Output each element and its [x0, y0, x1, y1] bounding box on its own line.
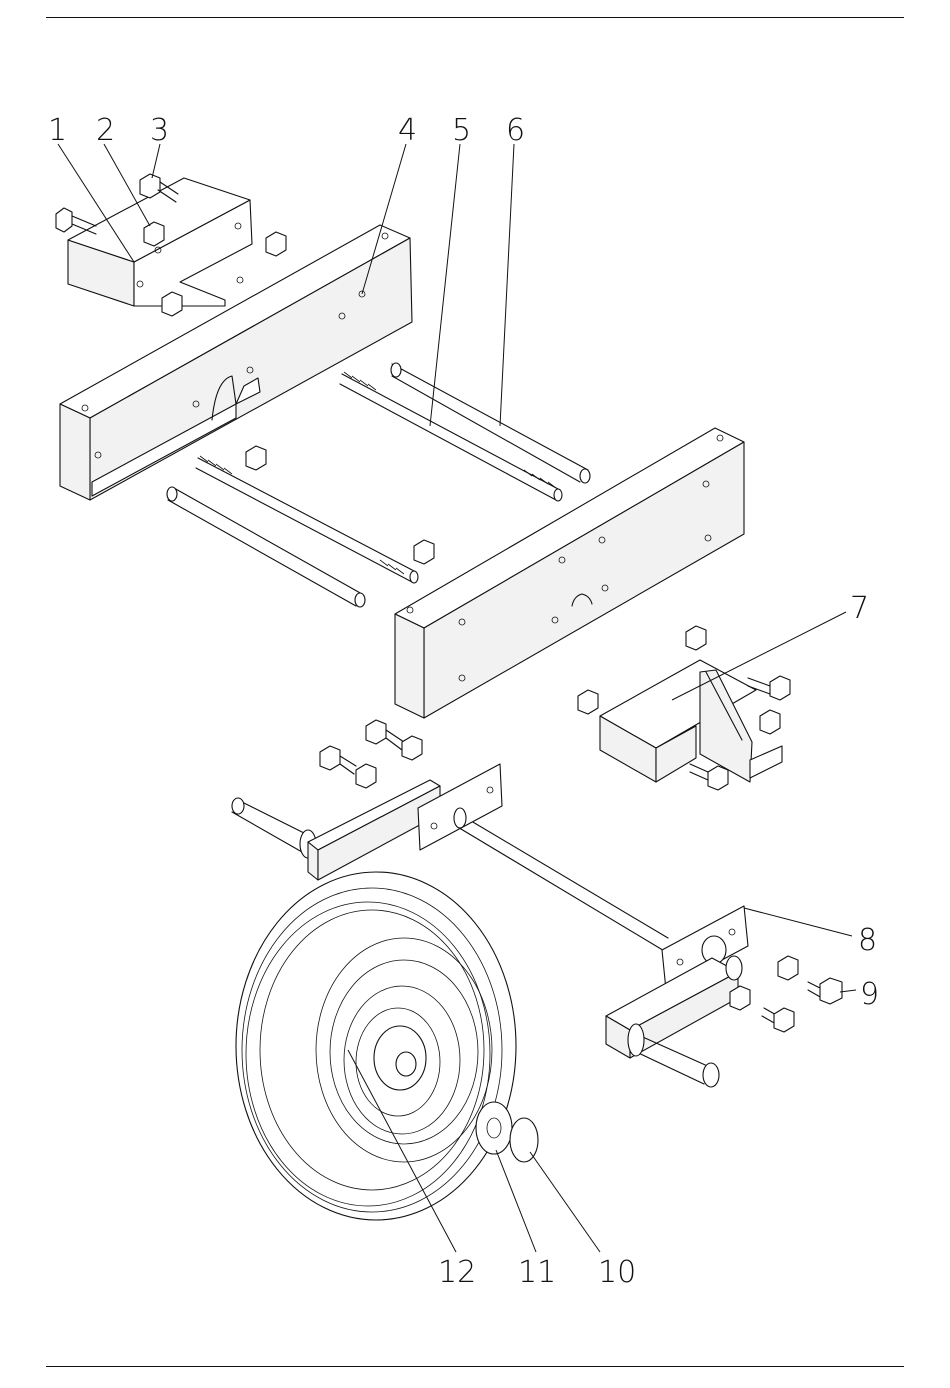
- callout-5: 5: [452, 113, 471, 148]
- wheel: [236, 872, 516, 1220]
- callout-8: 8: [858, 923, 877, 958]
- callout-2: 2: [96, 113, 115, 148]
- callout-7: 7: [850, 591, 869, 626]
- callout-10: 10: [598, 1255, 636, 1290]
- callout-9: 9: [860, 977, 879, 1012]
- callout-11: 11: [518, 1255, 556, 1290]
- callout-3: 3: [150, 113, 169, 148]
- callout-4: 4: [398, 113, 417, 148]
- callout-6: 6: [506, 113, 525, 148]
- callout-12: 12: [438, 1255, 476, 1290]
- callout-1: 1: [48, 113, 67, 148]
- bracket-right: [600, 660, 782, 782]
